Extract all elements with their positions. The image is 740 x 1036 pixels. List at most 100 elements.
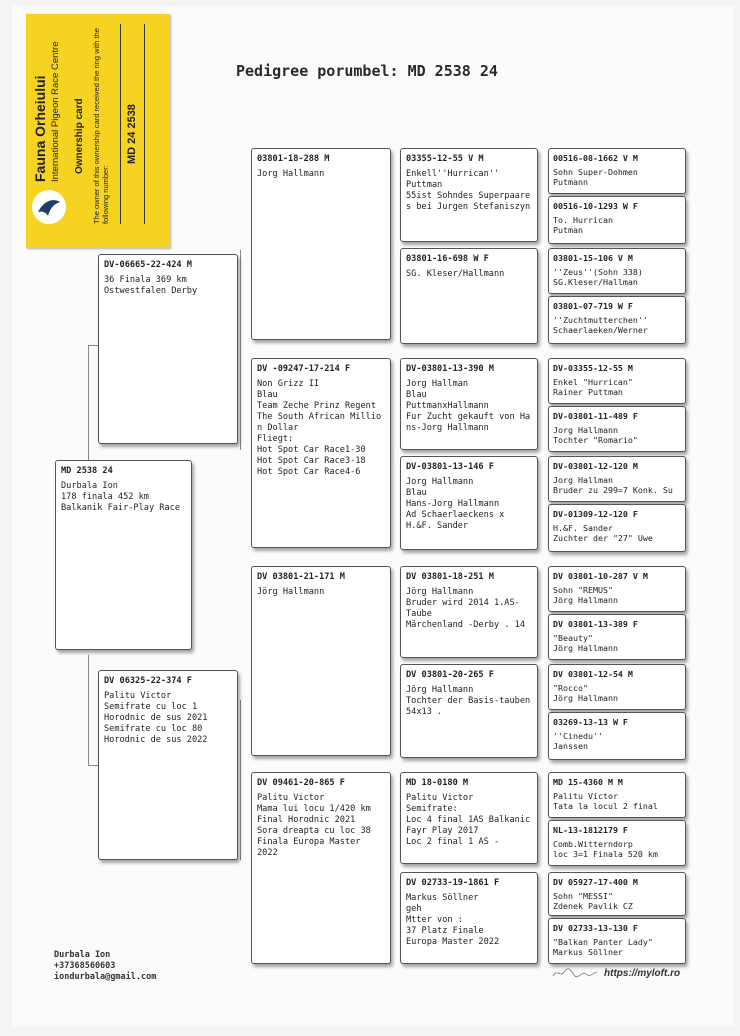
pigeon-info: Sohn Super-Dohmen Putmann (553, 166, 638, 188)
pigeon-info: Enkel "Hurrican" Rainer Puttman (553, 376, 633, 398)
ring-number: 03355-12-55 V M (406, 154, 484, 164)
ancestor-card: DV 03801-12-54 M "Rocco" Jörg Hallmann (548, 664, 686, 710)
handwritten-signature (552, 967, 598, 981)
great-grandparent-card: DV-03801-13-390 M Jorg Hallman Blau Putt… (400, 358, 538, 450)
owner-email[interactable]: iondurbala@gmail.com (54, 972, 157, 982)
pigeon-info: Jorg Hallmann (257, 169, 325, 179)
ring-number: NL-13-1812179 F (553, 825, 628, 835)
ancestor-card: DV 03801-13-389 F "Beauty" Jörg Hallmann (548, 614, 686, 660)
ring-number: DV-03801-12-120 M (553, 461, 638, 471)
ancestor-card: 00516-08-1662 V M Sohn Super-Dohmen Putm… (548, 148, 686, 194)
great-grandparent-card: MD 18-0180 M Palitu Victor Semifrate: Lo… (400, 772, 538, 864)
great-grandparent-card: DV 02733-19-1861 F Markus Söllner geh Mt… (400, 872, 538, 964)
card-subtitle: International Pigeon Race Centre (50, 41, 61, 182)
connector-line (88, 655, 89, 765)
ancestor-card: NL-13-1812179 F Comb.Witterndorp loc 3=1… (548, 820, 686, 866)
ring-number: DV 03801-20-265 F (406, 670, 494, 680)
card-ring-number: MD 24 2538 (126, 104, 138, 164)
pigeon-info: "Rocco" Jörg Hallmann (553, 682, 618, 704)
pigeon-info: Sohn "MESSI" Zdenek Pavlik CZ (553, 890, 633, 912)
ring-number: DV-01309-12-120 F (553, 509, 638, 519)
page-title: Pedigree porumbel: MD 2538 24 (236, 62, 498, 80)
great-grandparent-card: DV 03801-18-251 M Jörg Hallmann Bruder w… (400, 566, 538, 658)
great-grandparent-card: 03801-16-698 W F SG. Kleser/Hallmann (400, 248, 538, 344)
pigeon-info: Jorg Hallmann Tochter "Romario" (553, 424, 638, 446)
pigeon-info: To. Hurrican Putman (553, 214, 613, 236)
grandparent-card: 03801-18-288 M Jorg Hallmann (251, 148, 391, 340)
pigeon-info: "Balkan Panter Lady" Markus Söllner (553, 936, 653, 958)
ancestor-card: DV 02733-13-130 F "Balkan Panter Lady" M… (548, 918, 686, 964)
pigeon-logo-icon (32, 190, 66, 224)
ancestor-pair: DV-03801-12-120 M Jorg Hallman Bruder zu… (548, 456, 686, 552)
ring-number: DV-03355-12-55 M (553, 363, 633, 373)
card-description: The owner of this ownership card receive… (92, 28, 110, 224)
pigeon-info: Palitu Victor Tata la locul 2 final (553, 790, 658, 812)
pigeon-info: "Beauty" Jörg Hallmann (553, 632, 618, 654)
connector-line (88, 345, 100, 346)
pigeon-info: Palitu Victor Semifrate: Loc 4 final 1AS… (406, 793, 531, 847)
card-heading: Ownership card (74, 98, 85, 174)
ring-number: DV 03801-10-287 V M (553, 571, 648, 581)
ancestor-card: 03269-13-13 W F ''Cinedu'' Janssen (548, 712, 686, 760)
ancestor-pair: DV 05927-17-400 M Sohn "MESSI" Zdenek Pa… (548, 872, 686, 964)
pigeon-info: 36 Finala 369 km Ostwestfalen Derby (104, 275, 198, 296)
card-divider (120, 24, 121, 224)
website-link[interactable]: https://myloft.ro (604, 968, 681, 979)
owner-contact: Durbala Ion +37368560603 iondurbala@gmai… (54, 950, 156, 983)
pigeon-info: Jörg Hallmann Bruder wird 2014 1.AS- Tau… (406, 587, 525, 630)
ancestor-card: 03801-15-106 V M ''Zeus''(Sohn 338) SG.K… (548, 248, 686, 294)
dam-card: DV 06325-22-374 F Palitu Victor Semifrat… (98, 670, 238, 860)
pigeon-info: Comb.Witterndorp loc 3=1 Finala 520 km (553, 838, 658, 860)
ancestor-pair: 03801-15-106 V M ''Zeus''(Sohn 338) SG.K… (548, 248, 686, 344)
pigeon-info: Jörg Hallmann (257, 587, 325, 597)
ring-number: DV-03801-13-390 M (406, 364, 494, 374)
ring-number: MD 15-4360 M M (553, 777, 623, 787)
pigeon-info: Jorg Hallman Bruder zu 299=7 Konk. Su (553, 474, 673, 496)
grandparent-card: DV -09247-17-214 F Non Grizz II Blau Tea… (251, 358, 391, 548)
subject-pigeon-card: MD 2538 24 Durbala Ion 178 finala 452 km… (55, 460, 192, 650)
ancestor-card: DV-03801-11-489 F Jorg Hallmann Tochter … (548, 406, 686, 452)
pigeon-info: Palitu Victor Semifrate cu loc 1 Horodni… (104, 691, 208, 745)
ring-number: 03801-07-719 W F (553, 301, 633, 311)
sire-card: DV-06665-22-424 M 36 Finala 369 km Ostwe… (98, 254, 238, 444)
ring-number: DV -09247-17-214 F (257, 364, 351, 374)
connector-line (88, 345, 89, 465)
ancestor-pair: DV-03355-12-55 M Enkel "Hurrican" Rainer… (548, 358, 686, 452)
card-divider (144, 24, 145, 224)
pigeon-info: Non Grizz II Blau Team Zeche Prinz Regen… (257, 379, 382, 477)
pigeon-info: SG. Kleser/Hallmann (406, 269, 505, 279)
great-grandparent-card: DV-03801-13-146 F Jorg Hallmann Blau Han… (400, 456, 538, 550)
owner-name: Durbala Ion (54, 950, 111, 960)
pigeon-info: Jorg Hallman Blau PuttmanxHallmann Fur Z… (406, 379, 531, 433)
connector-line (240, 250, 241, 450)
ancestor-pair: 00516-08-1662 V M Sohn Super-Dohmen Putm… (548, 148, 686, 244)
ring-number: DV 03801-18-251 M (406, 572, 494, 582)
great-grandparent-card: DV 03801-20-265 F Jörg Hallmann Tochter … (400, 664, 538, 758)
ring-number: 03269-13-13 W F (553, 717, 628, 727)
ring-number: 03801-18-288 M (257, 154, 330, 164)
ring-number: DV-03801-11-489 F (553, 411, 638, 421)
great-grandparent-card: 03355-12-55 V M Enkell''Hurrican'' Puttm… (400, 148, 538, 242)
card-brand: Fauna Orheiului (32, 75, 48, 182)
connector-line (240, 700, 241, 860)
pigeon-info: ''Cinedu'' Janssen (553, 730, 603, 752)
ancestor-card: DV-03801-12-120 M Jorg Hallman Bruder zu… (548, 456, 686, 502)
ring-number: DV 05927-17-400 M (553, 877, 638, 887)
owner-phone: +37368560603 (54, 961, 116, 971)
ring-number: DV 03801-12-54 M (553, 669, 633, 679)
ring-number: DV 03801-21-171 M (257, 572, 345, 582)
ownership-card: Fauna Orheiului International Pigeon Rac… (26, 14, 170, 248)
pigeon-info: Jörg Hallmann Tochter der Basis-tauben 5… (406, 685, 531, 717)
ancestor-card: 03801-07-719 W F ''Zuchtmutterchen'' Sch… (548, 296, 686, 344)
ring-number: DV 09461-20-865 F (257, 778, 345, 788)
grandparent-card: DV 09461-20-865 F Palitu Victor Mama lui… (251, 772, 391, 964)
ring-number: MD 2538 24 (61, 466, 113, 476)
ring-number: DV 03801-13-389 F (553, 619, 638, 629)
ring-number: DV 02733-13-130 F (553, 923, 638, 933)
ring-number: MD 18-0180 M (406, 778, 469, 788)
pigeon-info: Durbala Ion 178 finala 452 km Balkanik F… (61, 481, 180, 513)
ancestor-card: DV-03355-12-55 M Enkel "Hurrican" Rainer… (548, 358, 686, 404)
ancestor-card: DV 05927-17-400 M Sohn "MESSI" Zdenek Pa… (548, 872, 686, 916)
pigeon-info: H.&F. Sander Zuchter der "27" Uwe (553, 522, 653, 544)
ancestor-card: 00516-10-1293 W F To. Hurrican Putman (548, 196, 686, 244)
